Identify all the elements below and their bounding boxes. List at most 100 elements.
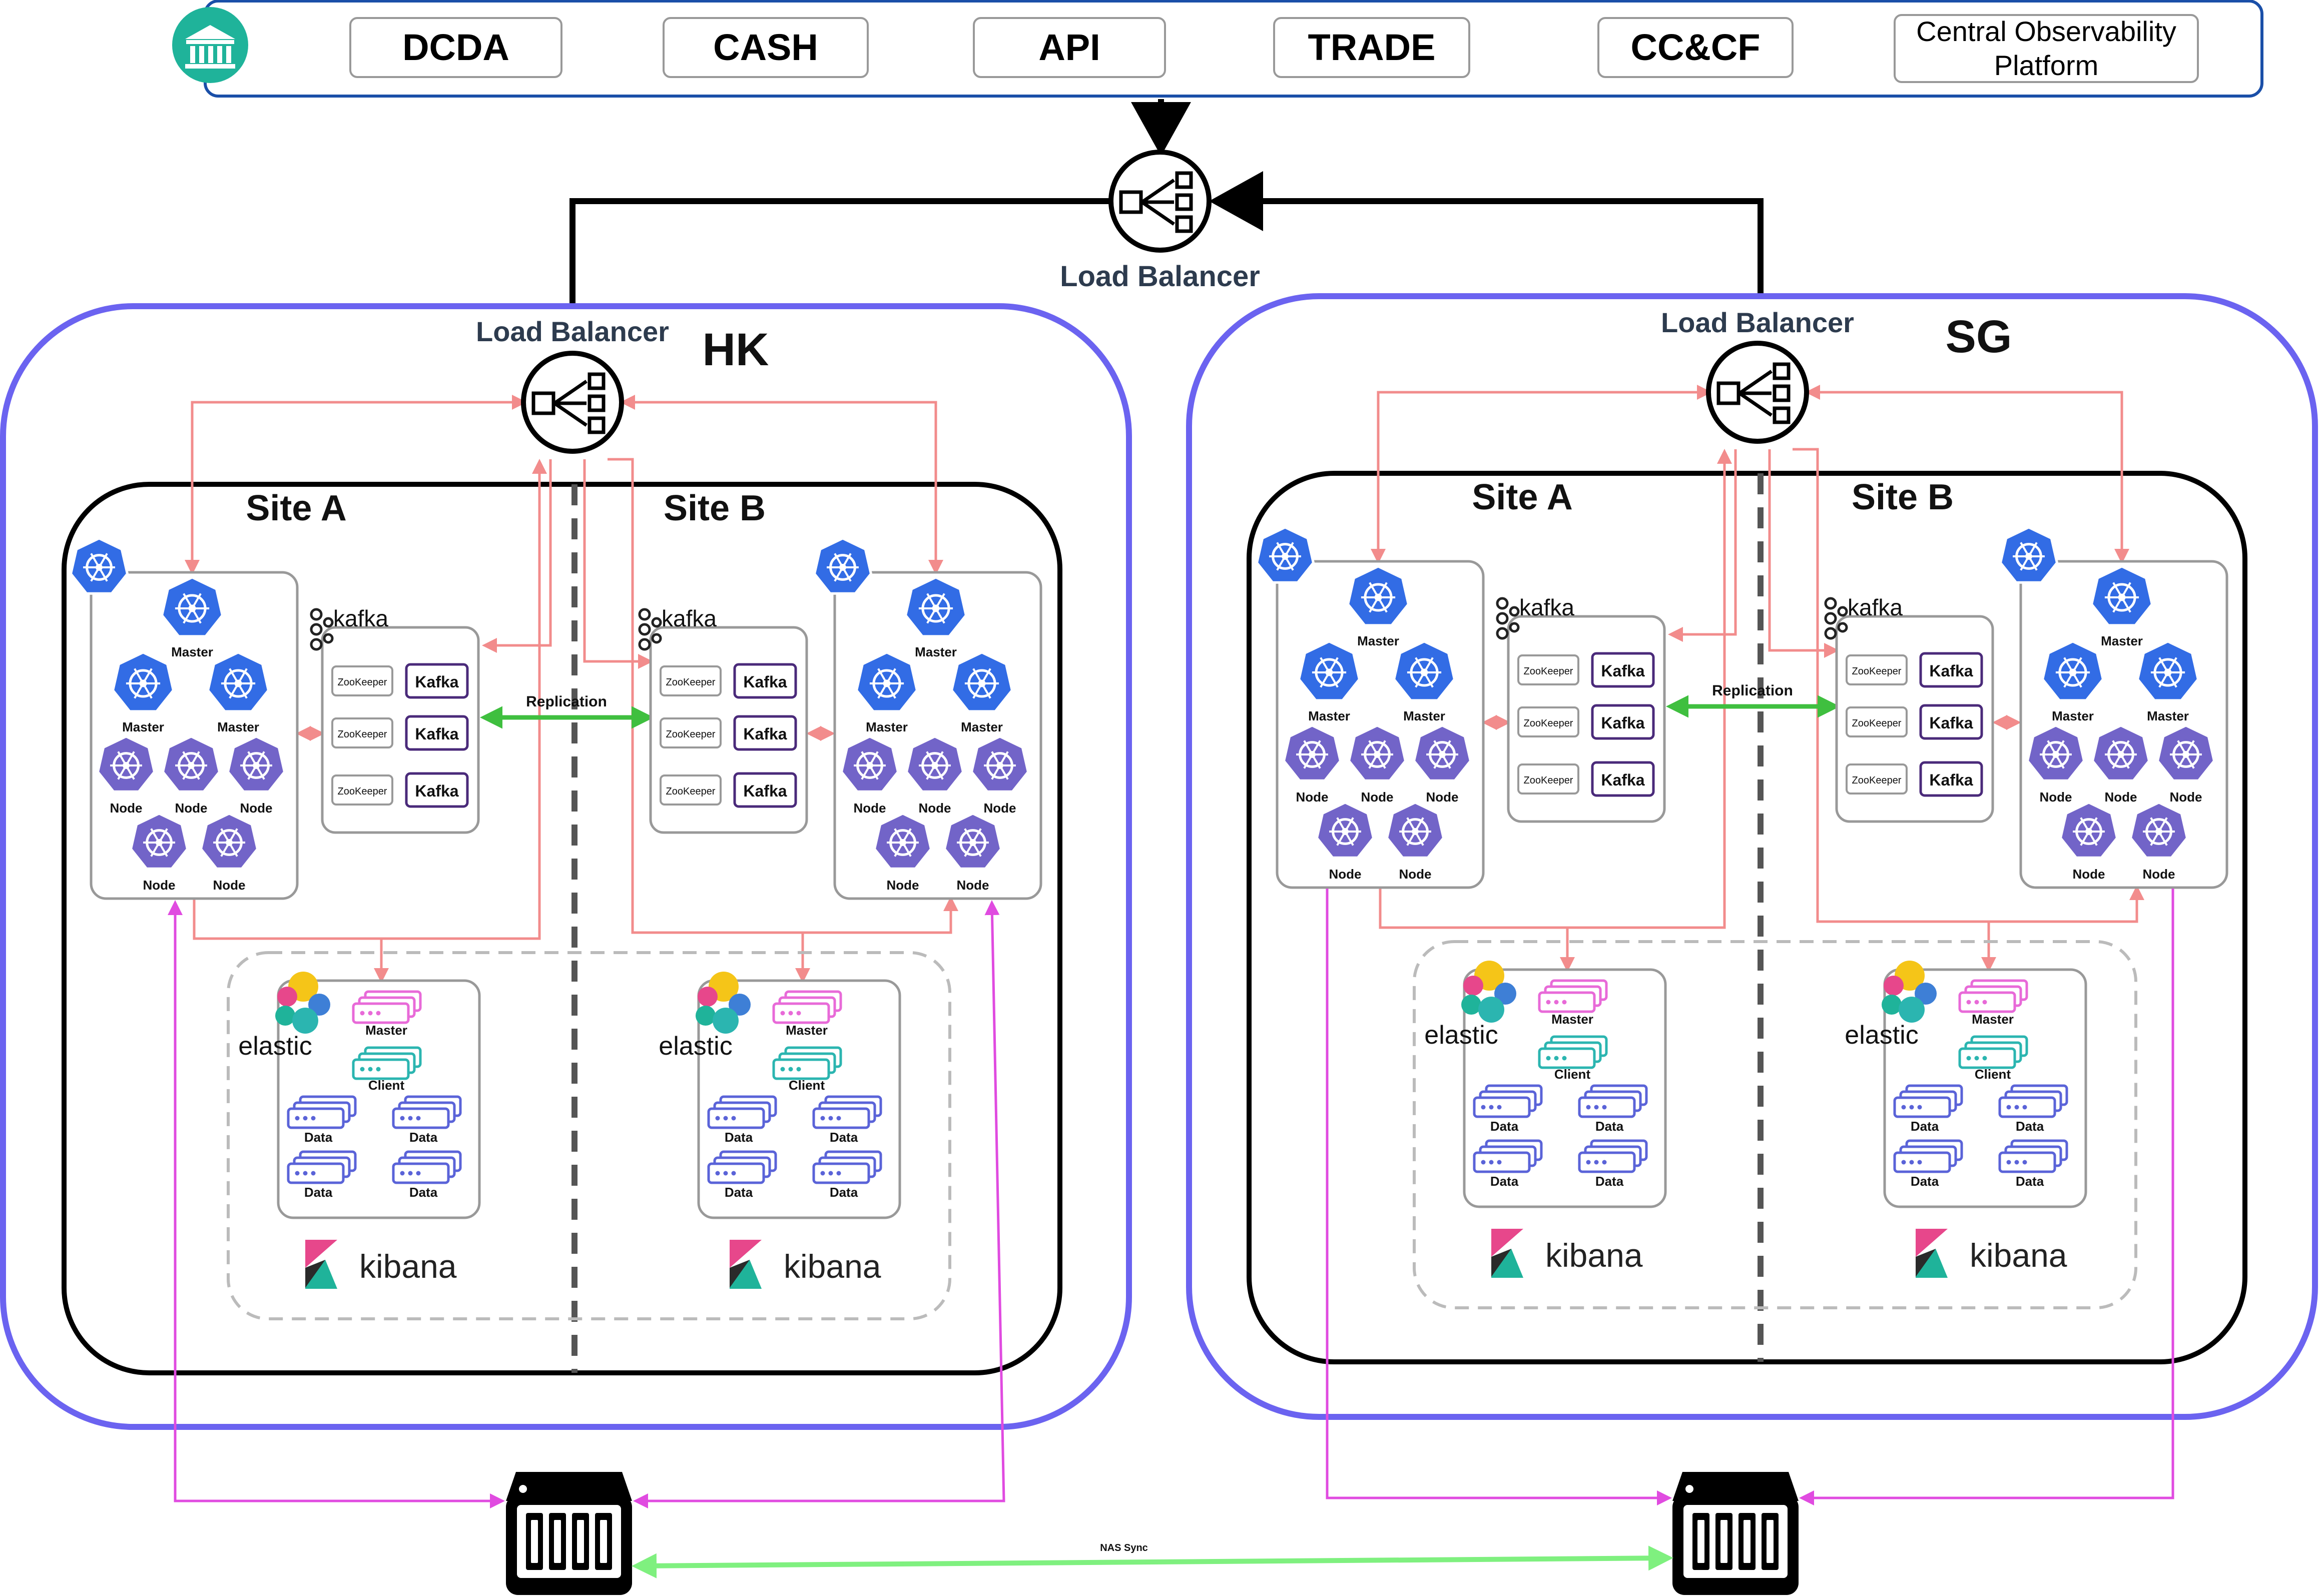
- load-balancer-icon: [1119, 171, 1193, 233]
- top-button-label: CC&CF: [1631, 27, 1761, 68]
- k8s-master-icon: [1392, 640, 1456, 702]
- kafka-broker-box: [405, 663, 469, 699]
- kafka-broker-label: Kafka: [1929, 714, 1973, 732]
- lb-to-kafka-b: [1768, 449, 1839, 658]
- global-lb-to-sg: [1209, 171, 1764, 320]
- nas-sync-label: NAS Sync: [1100, 1542, 1148, 1553]
- top-button-trade[interactable]: TRADE: [1273, 17, 1470, 78]
- k8s-master-icon: [904, 576, 968, 638]
- kibana-text: kibana: [784, 1248, 881, 1285]
- k8s-node-icon: [970, 735, 1030, 793]
- zookeeper-label: ZooKeeper: [666, 677, 716, 688]
- es-data-label: Data: [2016, 1174, 2044, 1189]
- kafka-broker-box: [733, 663, 797, 699]
- k8s-node-icon: [1315, 801, 1375, 859]
- load-balancer-icon: [531, 372, 606, 434]
- kafka-broker-label: Kafka: [743, 782, 787, 800]
- lb-to-kafka-b: [583, 459, 653, 669]
- region-load-balancer[interactable]: [521, 351, 624, 454]
- kafka-broker-box: [733, 715, 797, 751]
- region-load-balancer[interactable]: [1706, 341, 1809, 444]
- zookeeper-label: ZooKeeper: [338, 729, 387, 740]
- kubernetes-logo-icon: [813, 537, 873, 595]
- lb-to-kafka-a: [1668, 449, 1737, 642]
- replication-label: Replication: [526, 693, 607, 710]
- k8s-node-icon: [2026, 724, 2086, 782]
- k8s-node-icon: [161, 735, 221, 793]
- sg-a-to-nas: [1326, 889, 1672, 1505]
- k8s-master-label: Master: [171, 644, 213, 659]
- global-load-balancer[interactable]: [1108, 150, 1212, 253]
- zookeeper-box: [1846, 654, 1908, 685]
- k8s-master-icon: [2090, 565, 2154, 627]
- es-data-label: Data: [409, 1130, 438, 1145]
- kafka-broker-box: [733, 772, 797, 808]
- es-data-label: Data: [304, 1185, 333, 1200]
- top-button-dcda[interactable]: DCDA: [349, 17, 562, 78]
- k8s-master-icon: [206, 651, 270, 713]
- k8s-master-icon: [111, 651, 175, 713]
- kafka-logo-icon: [310, 608, 334, 651]
- k8s-master-icon: [160, 576, 224, 638]
- kafka-broker-label: Kafka: [415, 782, 458, 800]
- top-button-cash[interactable]: CASH: [663, 17, 869, 78]
- kibana-icon: [1916, 1229, 1948, 1278]
- elastic-logo-text: elastic: [659, 1032, 732, 1061]
- k8s-node-label: Node: [213, 878, 246, 893]
- top-button-label: API: [1038, 27, 1100, 68]
- k8s-node-label: Node: [919, 801, 951, 816]
- k8s-node-icon: [2091, 724, 2151, 782]
- top-button-cccf[interactable]: CC&CF: [1597, 17, 1794, 78]
- zookeeper-box: [1517, 654, 1579, 685]
- k8s-node-icon: [2156, 724, 2216, 782]
- es-client-label: Client: [789, 1078, 825, 1093]
- es-data-label: Data: [2016, 1119, 2044, 1134]
- zookeeper-label: ZooKeeper: [666, 786, 716, 797]
- k8s-node-label: Node: [2143, 867, 2175, 882]
- k8s-node-label: Node: [143, 878, 176, 893]
- zookeeper-box: [331, 717, 393, 748]
- kibana-logo: kibana: [1916, 1229, 2067, 1278]
- kubernetes-logo-icon: [69, 537, 129, 595]
- site-title: Site B: [1852, 477, 1954, 517]
- es-data-label: Data: [1595, 1174, 1624, 1189]
- top-button-observability[interactable]: Central Observability Platform: [1894, 14, 2199, 83]
- nas-sg-icon: [1672, 1472, 1799, 1595]
- hk-b-to-nas: [633, 900, 1005, 1508]
- zookeeper-box: [660, 774, 722, 806]
- k8s-node-label: Node: [1329, 867, 1362, 882]
- k8s-master-icon: [1346, 565, 1410, 627]
- kubernetes-logo-icon: [1255, 526, 1315, 584]
- k8s-node-icon: [1347, 724, 1407, 782]
- k8s-master-label: Master: [915, 644, 957, 659]
- kibana-text: kibana: [359, 1248, 457, 1285]
- zookeeper-label: ZooKeeper: [1524, 775, 1573, 786]
- zookeeper-label: ZooKeeper: [338, 677, 387, 688]
- k8s-node-label: Node: [984, 801, 1016, 816]
- bank-icon: [172, 7, 248, 83]
- kafka-logo-text: kafka: [1848, 594, 1903, 620]
- es-data-label: Data: [830, 1185, 858, 1200]
- kafka-broker-box: [1919, 704, 1983, 740]
- k8s-master-icon: [855, 651, 919, 713]
- k8s-node-icon: [1412, 724, 1472, 782]
- site-title: Site B: [664, 488, 766, 528]
- es-data-label: Data: [1490, 1174, 1519, 1189]
- kafka-logo-text: kafka: [662, 605, 717, 631]
- observability-line-1: Central Observability: [1916, 16, 2176, 47]
- es-client-label: Client: [1554, 1067, 1591, 1082]
- k8s-master-label: Master: [1357, 633, 1399, 648]
- k8s-node-label: Node: [2040, 789, 2072, 805]
- k8s-node-label: Node: [1426, 789, 1459, 805]
- kafka-logo-text: kafka: [333, 605, 388, 631]
- hk-a-to-nas: [168, 900, 505, 1508]
- top-button-api[interactable]: API: [973, 17, 1166, 78]
- kafka-logo-text: kafka: [1519, 594, 1574, 620]
- es-client-label: Client: [368, 1078, 405, 1093]
- es-master-icon: [1958, 979, 2028, 1013]
- kubernetes-logo-icon: [1999, 526, 2059, 584]
